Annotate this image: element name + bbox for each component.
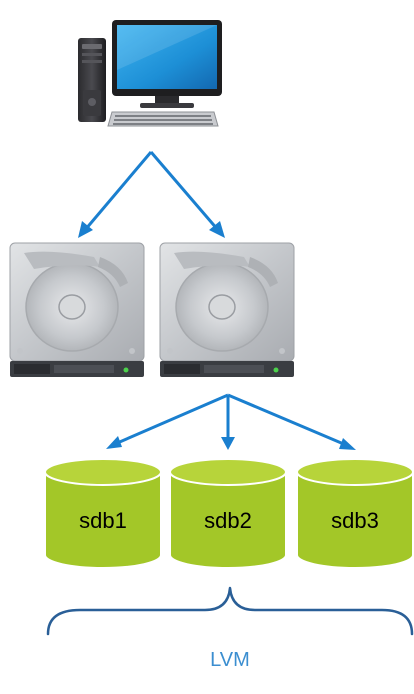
arrow-to-sdb3 <box>227 393 347 447</box>
hard-disk-icon <box>9 242 145 377</box>
arrow-to-disk-2 <box>149 151 220 231</box>
volume-label-sdb3: sdb3 <box>331 508 379 533</box>
volume-sdb1: sdb1 <box>44 458 162 569</box>
arrow-to-sdb1 <box>114 393 229 446</box>
arrowhead-disk-1 <box>78 221 93 238</box>
volume-label-sdb2: sdb2 <box>204 508 252 533</box>
computer-keyboard <box>107 111 219 127</box>
lvm-label: LVM <box>210 649 250 671</box>
arrowhead-sdb3 <box>339 438 356 450</box>
hard-disk-icon <box>159 242 295 377</box>
lvm-brace <box>46 586 414 636</box>
arrowhead-sdb2 <box>221 437 235 450</box>
volume-label-sdb1: sdb1 <box>79 508 127 533</box>
arrows-disk-to-volumes <box>106 393 356 450</box>
volume-sdb2: sdb2 <box>169 458 287 569</box>
arrows-computer-to-disks <box>78 151 225 238</box>
arrowhead-sdb1 <box>106 436 122 449</box>
arrowhead-disk-2 <box>209 221 225 238</box>
computer-tower <box>78 38 106 122</box>
desktop-computer-icon <box>78 20 222 127</box>
computer-monitor <box>112 20 222 108</box>
volume-sdb3: sdb3 <box>296 458 414 569</box>
arrow-to-disk-1 <box>83 151 153 231</box>
